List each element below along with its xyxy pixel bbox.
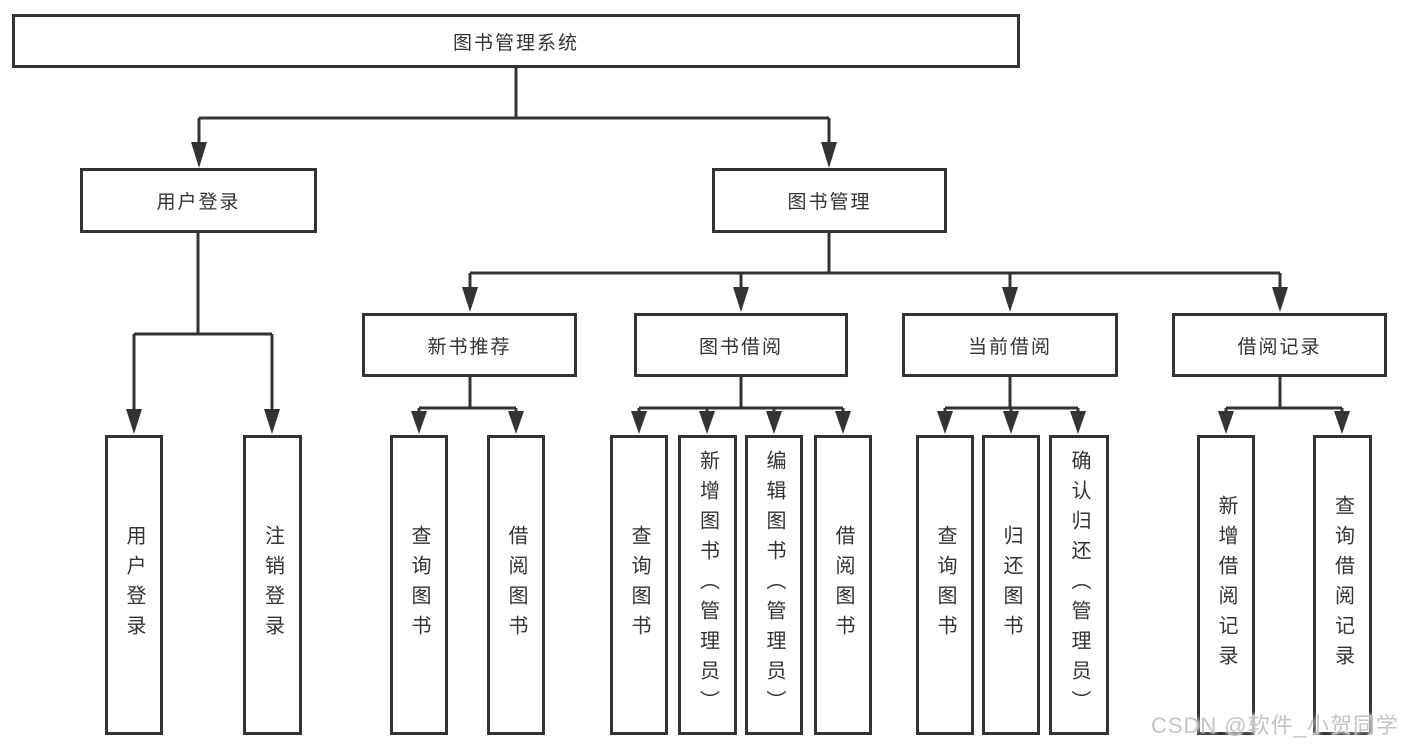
node-leaf-cb-query-books-label: 查询图书: [934, 525, 956, 645]
node-root: 图书管理系统: [12, 14, 1020, 68]
node-leaf-br-query-record: 查询借阅记录: [1313, 435, 1372, 735]
node-leaf-logout-label: 注销登录: [261, 525, 284, 645]
node-current-borrow-label: 当前借阅: [967, 336, 1052, 358]
node-current-borrow: 当前借阅: [902, 313, 1118, 377]
connector-newbook-children: [417, 377, 518, 413]
node-leaf-cb-return-books: 归还图书: [982, 435, 1040, 735]
node-leaf-bb-borrow-books: 借阅图书: [814, 435, 872, 735]
node-leaf-bb-query-books-label: 查询图书: [628, 525, 650, 645]
node-leaf-cb-query-books: 查询图书: [916, 435, 974, 735]
node-leaf-nb-borrow-books-label: 借阅图书: [505, 525, 527, 645]
connector-currentborrow-children: [943, 377, 1080, 413]
node-leaf-nb-borrow-books: 借阅图书: [487, 435, 545, 735]
connector-bookmgmt-to-level3: [468, 233, 1282, 289]
node-leaf-bb-add-books-label: 新增图书（管理员）: [696, 450, 719, 720]
node-leaf-login: 用户登录: [105, 435, 163, 735]
node-leaf-login-label: 用户登录: [123, 525, 145, 645]
node-leaf-bb-borrow-books-label: 借阅图书: [832, 525, 854, 645]
node-book-borrow: 图书借阅: [634, 313, 848, 377]
node-leaf-nb-query-books-label: 查询图书: [408, 525, 430, 645]
arrowheads-level3: [462, 287, 1288, 312]
node-leaf-bb-add-books: 新增图书（管理员）: [678, 435, 737, 735]
node-book-management: 图书管理: [712, 168, 947, 233]
node-leaf-br-add-record-label: 新增借阅记录: [1215, 495, 1237, 675]
connector-borrowrecords-children: [1224, 377, 1344, 413]
node-user-login-label: 用户登录: [156, 192, 241, 213]
connector-bookborrow-children: [637, 377, 845, 413]
node-leaf-cb-confirm-return-label: 确认归还（管理员）: [1068, 450, 1090, 720]
connector-userlogin-children: [132, 233, 274, 411]
node-leaf-bb-query-books: 查询图书: [610, 435, 668, 735]
node-leaf-cb-confirm-return: 确认归还（管理员）: [1049, 435, 1109, 735]
connector-root-to-level2: [197, 68, 831, 144]
node-leaf-br-add-record: 新增借阅记录: [1197, 435, 1255, 735]
node-root-label: 图书管理系统: [452, 32, 579, 54]
node-leaf-nb-query-books: 查询图书: [390, 435, 448, 735]
node-leaf-bb-edit-books-label: 编辑图书（管理员）: [763, 450, 785, 720]
node-borrow-records-label: 借阅记录: [1237, 336, 1322, 358]
node-user-login: 用户登录: [80, 168, 317, 233]
arrowheads-level4: [411, 411, 1350, 434]
node-leaf-bb-edit-books: 编辑图书（管理员）: [745, 435, 803, 735]
node-new-book-recommend-label: 新书推荐: [427, 336, 512, 358]
node-book-borrow-label: 图书借阅: [698, 336, 783, 358]
arrowheads-userlogin-children: [126, 409, 280, 434]
watermark: CSDN @软件_小贺同学: [1150, 713, 1399, 738]
node-book-management-label: 图书管理: [787, 192, 872, 213]
node-new-book-recommend: 新书推荐: [362, 313, 577, 377]
arrowheads-level2: [191, 142, 837, 168]
node-leaf-logout: 注销登录: [243, 435, 302, 735]
node-leaf-br-query-record-label: 查询借阅记录: [1331, 495, 1354, 675]
node-borrow-records: 借阅记录: [1172, 313, 1387, 377]
node-leaf-cb-return-books-label: 归还图书: [1000, 525, 1022, 645]
